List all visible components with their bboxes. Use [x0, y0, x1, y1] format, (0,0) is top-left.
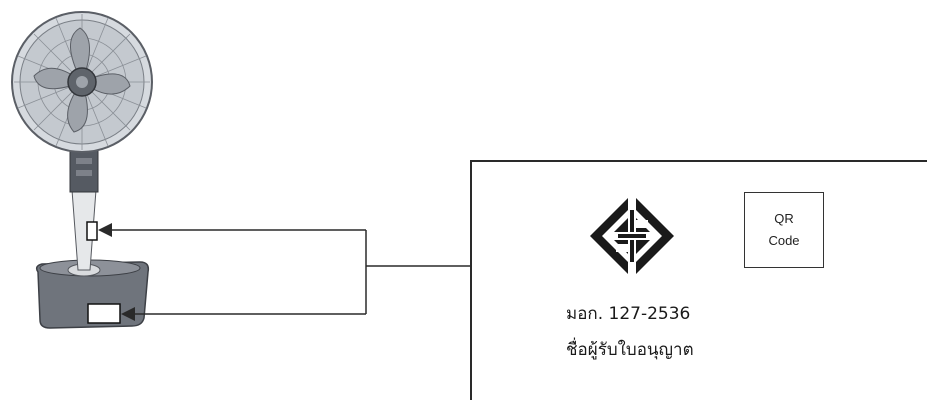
arrowhead-top: [98, 223, 112, 237]
pole-label-marker: [86, 221, 98, 241]
arrowhead-bottom: [121, 307, 135, 321]
qr-code-placeholder: QR Code: [744, 192, 824, 268]
standard-number: มอก. 127-2536: [566, 304, 691, 324]
product-label-box: [470, 160, 927, 400]
base-label-marker: [87, 303, 121, 324]
qr-line-1: QR: [774, 211, 794, 226]
qr-line-2: Code: [768, 233, 800, 248]
standing-fan-icon: [11, 11, 153, 329]
label-placement-diagram: [11, 11, 674, 329]
leader-lines: [108, 229, 470, 315]
tisi-standard-mark-icon: [590, 194, 674, 278]
licensee-name: ชื่อผู้รับใบอนุญาต: [566, 340, 694, 360]
